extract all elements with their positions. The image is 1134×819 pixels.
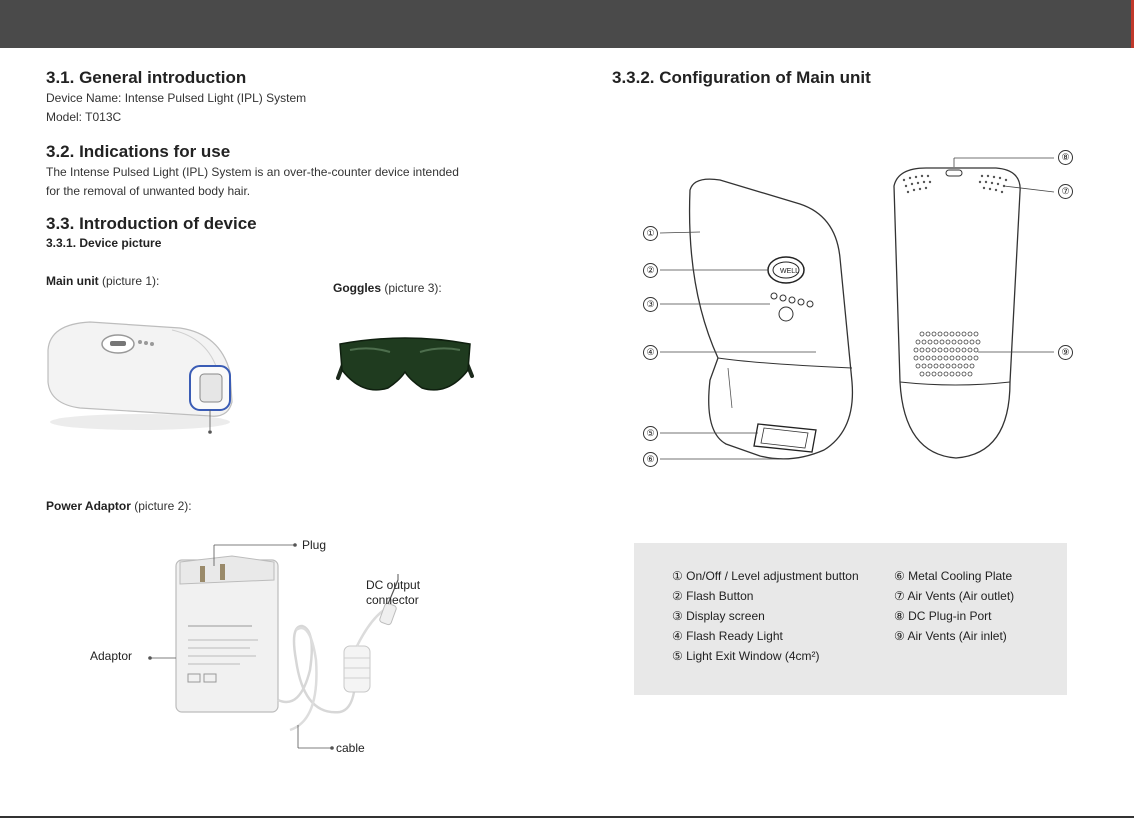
section-title-introduction-device: 3.3. Introduction of device — [46, 214, 257, 233]
legend-text: Metal Cooling Plate — [908, 569, 1013, 583]
subsection-title-device-picture: 3.3.1. Device picture — [46, 236, 162, 250]
callout-9: ⑨ — [1058, 345, 1073, 360]
caption-goggles: Goggles (picture 3): — [333, 281, 442, 295]
section-title-indications: 3.2. Indications for use — [46, 142, 231, 161]
legend-num: ⑦ — [894, 589, 905, 603]
caption-main-unit: Main unit (picture 1): — [46, 274, 159, 288]
adaptor-label-dc-line1: DC output — [366, 578, 421, 592]
header-bar — [0, 0, 1134, 48]
legend-num: ⑨ — [894, 629, 905, 643]
callout-1: ① — [643, 226, 658, 241]
power-adaptor-image — [148, 543, 399, 750]
legend-item-7: ⑦ Air Vents (Air outlet) — [894, 589, 1014, 603]
section-title-general-introduction: 3.1. General introduction — [46, 68, 247, 87]
callout-2: ② — [643, 263, 658, 278]
adaptor-label-cable: cable — [336, 741, 365, 755]
legend-item-5: ⑤ Light Exit Window (4cm²) — [672, 649, 819, 663]
legend-num: ⑥ — [894, 569, 905, 583]
legend-num: ⑤ — [672, 649, 683, 663]
legend-num: ① — [672, 569, 683, 583]
legend-item-3: ③ Display screen — [672, 609, 765, 623]
legend-item-1: ① On/Off / Level adjustment button — [672, 569, 859, 583]
legend-text: On/Off / Level adjustment button — [686, 569, 859, 583]
caption-goggles-rest: (picture 3): — [381, 281, 442, 295]
main-unit-image — [47, 321, 233, 434]
device-name-text: Device Name: Intense Pulsed Light (IPL) … — [46, 91, 307, 105]
model-text: Model: T013C — [46, 110, 122, 124]
caption-main-unit-rest: (picture 1): — [98, 274, 160, 288]
legend-num: ③ — [672, 609, 683, 623]
legend-text: Display screen — [686, 609, 765, 623]
adaptor-label-plug: Plug — [302, 538, 327, 552]
legend-item-4: ④ Flash Ready Light — [672, 629, 783, 643]
legend-item-9: ⑨ Air Vents (Air inlet) — [894, 629, 1007, 643]
indications-line-2: for the removal of unwanted body hair. — [46, 184, 251, 198]
section-title-configuration: 3.3.2. Configuration of Main unit — [612, 68, 871, 87]
legend-text: Flash Ready Light — [686, 629, 783, 643]
footer-rule — [0, 816, 1134, 818]
svg-text:WELL: WELL — [780, 268, 799, 275]
main-unit-diagram-front: WELL — [659, 178, 854, 460]
legend-text: Light Exit Window (4cm²) — [686, 649, 820, 663]
callout-6: ⑥ — [643, 452, 658, 467]
legend-text: DC Plug-in Port — [908, 609, 992, 623]
header-accent — [1131, 0, 1134, 48]
legend-num: ⑧ — [894, 609, 905, 623]
legend-text: Air Vents (Air inlet) — [907, 629, 1007, 643]
main-unit-diagram-back — [893, 157, 1055, 459]
legend-num: ④ — [672, 629, 683, 643]
callout-7: ⑦ — [1058, 184, 1073, 199]
legend-text: Air Vents (Air outlet) — [907, 589, 1015, 603]
goggles-image — [336, 337, 474, 391]
callout-3: ③ — [643, 297, 658, 312]
callout-5: ⑤ — [643, 426, 658, 441]
adaptor-label-adaptor: Adaptor — [90, 649, 133, 663]
caption-power-adaptor-bold: Power Adaptor — [46, 499, 131, 513]
legend-item-6: ⑥ Metal Cooling Plate — [894, 569, 1012, 583]
legend-item-8: ⑧ DC Plug-in Port — [894, 609, 991, 623]
caption-power-adaptor: Power Adaptor (picture 2): — [46, 499, 192, 513]
callout-4: ④ — [643, 345, 658, 360]
caption-goggles-bold: Goggles — [333, 281, 382, 295]
indications-line-1: The Intense Pulsed Light (IPL) System is… — [46, 165, 459, 179]
caption-power-adaptor-rest: (picture 2): — [130, 499, 192, 513]
legend-num: ② — [672, 589, 683, 603]
legend-item-2: ② Flash Button — [672, 589, 753, 603]
caption-main-unit-bold: Main unit — [46, 274, 99, 288]
callout-8: ⑧ — [1058, 150, 1073, 165]
legend-box: ① On/Off / Level adjustment button ② Fla… — [634, 543, 1067, 695]
legend-text: Flash Button — [686, 589, 754, 603]
adaptor-label-dc-line2: connector — [366, 593, 419, 607]
